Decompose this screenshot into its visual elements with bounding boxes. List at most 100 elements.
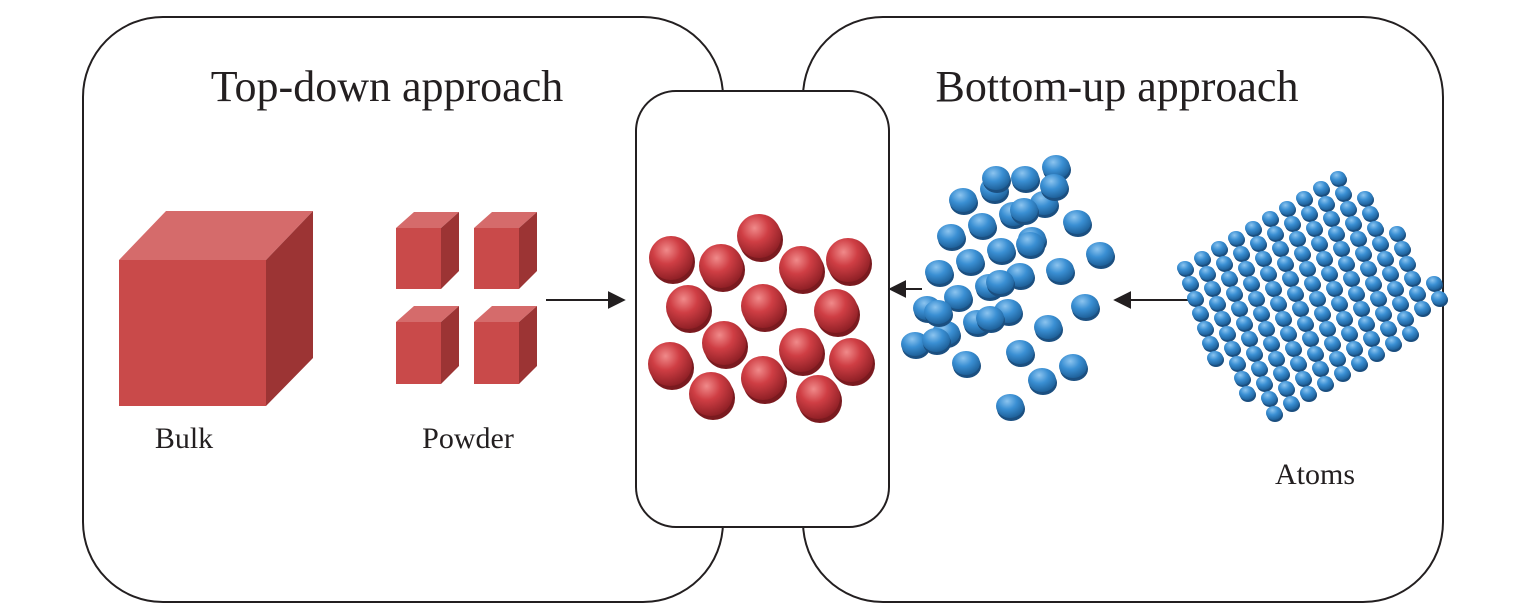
atom [1357,191,1373,205]
atom [1071,294,1099,318]
atom [1251,361,1267,375]
atom [922,328,950,352]
atom [1431,291,1447,305]
atom [1336,311,1352,325]
atom [1261,391,1277,405]
atom [1224,341,1240,355]
bottom-up-title: Bottom-up approach [936,62,1299,111]
atom [1301,206,1317,220]
nanoparticle [702,321,746,365]
atom [1335,186,1351,200]
atom [1304,276,1320,290]
atom [1353,301,1369,315]
atom [1399,256,1415,270]
nanoparticle [829,338,873,382]
atom [1341,326,1357,340]
atom [1321,266,1337,280]
nanoparticle [666,285,710,329]
atom [1370,291,1386,305]
atom [1294,246,1310,260]
atom [1246,346,1262,360]
atom [1318,196,1334,210]
atom [1243,276,1259,290]
cube-icon [396,212,459,289]
atom [1295,371,1311,385]
atom [1334,366,1350,380]
nanoparticle [779,246,823,290]
atom [1302,331,1318,345]
atom [1380,321,1396,335]
atom [1351,356,1367,370]
atom [1345,216,1361,230]
atom [1006,340,1034,364]
atom [996,394,1024,418]
atom [1197,321,1213,335]
atom [1402,326,1418,340]
atom [1016,232,1044,256]
atom [1382,266,1398,280]
atom [1059,354,1087,378]
atom [1238,261,1254,275]
atom [1277,256,1293,270]
atom [1273,366,1289,380]
atom [1367,221,1383,235]
atom [1177,261,1193,275]
atom [1182,276,1198,290]
atom [1387,281,1403,295]
atom [1326,281,1342,295]
top-down-title: Top-down approach [211,62,563,111]
powder-label: Powder [422,422,514,455]
atom [1316,251,1332,265]
atom [1282,271,1298,285]
atom [1283,396,1299,410]
atom [1209,296,1225,310]
atom [1280,326,1296,340]
atom [1360,261,1376,275]
atom [956,249,984,273]
atom [1409,286,1425,300]
atom [944,285,972,309]
atom [1263,336,1279,350]
nanoparticle [648,342,692,386]
atom [1011,166,1039,190]
atom [1309,291,1325,305]
atom [1034,315,1062,339]
atom [1042,155,1070,179]
atom [949,188,977,212]
nanoparticle [814,289,858,333]
atom [1362,206,1378,220]
atom [1255,251,1271,265]
atom [1253,306,1269,320]
atom [1348,286,1364,300]
atom [1368,346,1384,360]
atom [1317,376,1333,390]
nanoparticle [741,284,785,328]
atom [925,260,953,284]
atom [1350,231,1366,245]
atom [1245,221,1261,235]
atom [1319,321,1335,335]
atom [1268,351,1284,365]
atom [1216,256,1232,270]
powder-cubes-icon [396,212,537,384]
cube-icon [474,212,537,289]
atom [976,306,1004,330]
atom [1311,236,1327,250]
atom [1219,326,1235,340]
atom [1385,336,1401,350]
atom [1256,376,1272,390]
bulk-label: Bulk [155,422,213,455]
atom-cluster-large [1177,171,1448,422]
atom [1355,246,1371,260]
nanoparticle [689,372,733,416]
atom [1265,281,1281,295]
atom [1397,311,1413,325]
nanoparticle [741,356,785,400]
atom [1426,276,1442,290]
atom [901,332,929,356]
cube-icon [396,306,459,384]
nanoparticle [649,236,693,280]
atom [1270,296,1286,310]
atom [1340,201,1356,215]
atom [982,166,1010,190]
